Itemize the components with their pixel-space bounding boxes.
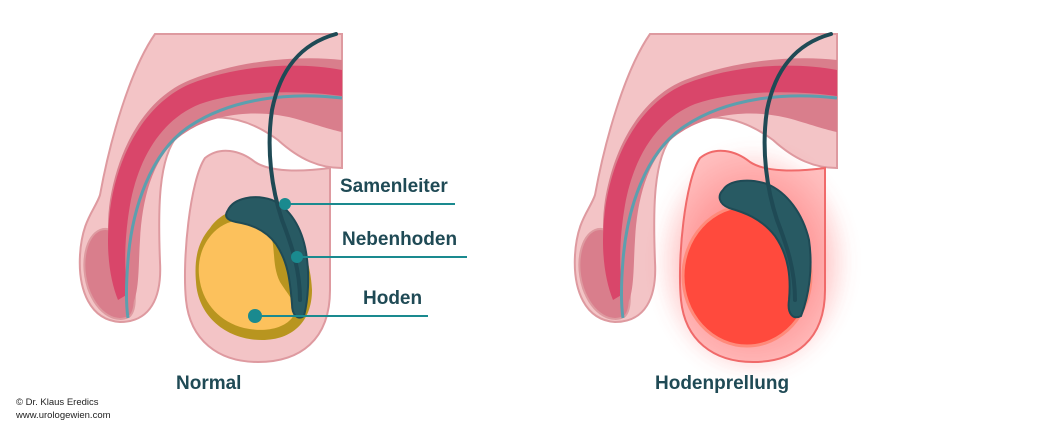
- vas-deferens: [762, 32, 833, 302]
- callout-dot-epididymis: [291, 251, 303, 263]
- caption-normal: Normal: [176, 373, 242, 394]
- spongy-body: [602, 65, 837, 300]
- urethra: [125, 94, 343, 319]
- normal-anatomy: [78, 32, 343, 364]
- callout-dot-testis: [248, 309, 262, 323]
- label-testis: Hoden: [363, 288, 423, 309]
- label-vas-deferens: Samenleiter: [340, 176, 448, 197]
- epididymis: [718, 179, 812, 319]
- callouts: [248, 198, 467, 323]
- label-epididymis: Nebenhoden: [342, 229, 458, 250]
- bruised-anatomy: [573, 32, 853, 380]
- credit-website: www.urologewien.com: [16, 410, 111, 421]
- caption-bruised: Hodenprellung: [655, 373, 790, 394]
- testis-normal: [198, 220, 295, 330]
- callout-dot-vas-deferens: [279, 198, 291, 210]
- credit-author: © Dr. Klaus Eredics: [16, 397, 99, 408]
- urethra: [620, 94, 838, 319]
- spongy-body: [107, 65, 342, 300]
